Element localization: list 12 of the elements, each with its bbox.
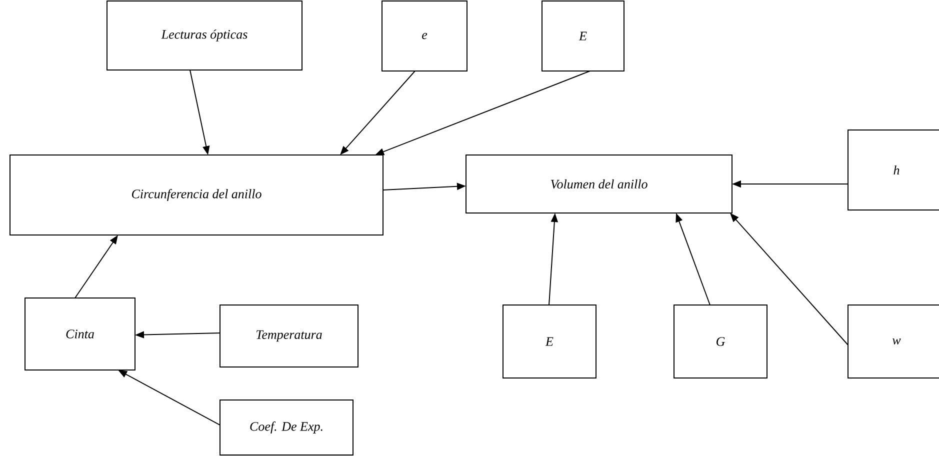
process-box: Circunferencia del anillo bbox=[10, 154, 384, 236]
process-box: Temperatura bbox=[220, 304, 358, 368]
process-box: E bbox=[542, 0, 624, 72]
process-box: Coef. De Exp. bbox=[220, 400, 354, 456]
process-box: e bbox=[382, 0, 468, 72]
process-box: Lecturas ópticas bbox=[106, 0, 302, 70]
process-box: Volumen del anillo bbox=[466, 154, 732, 214]
process-box: G bbox=[674, 304, 768, 378]
process-box: Cinta bbox=[24, 298, 136, 370]
process-box: w bbox=[848, 304, 939, 378]
process-box: E bbox=[502, 304, 596, 378]
process-box: h bbox=[848, 130, 939, 210]
